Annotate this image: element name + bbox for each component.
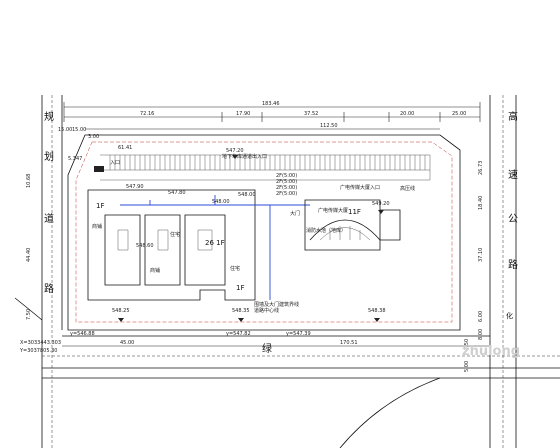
right-road-char-3: 公 [508,214,518,225]
dim-right-vert-3: 37.10 [478,248,484,262]
elev-7: 548.38 [368,308,386,314]
entry-label: 入口 [110,160,120,166]
gate-label: 大门 [290,210,300,217]
utility-lines [120,195,310,300]
parking-row [109,155,431,170]
left-road-char-2: 划 [44,150,54,163]
right-road-mark: 化 [506,311,513,320]
tower-label: 广电传媒大厦 [318,207,348,214]
label-1f: 1F [96,202,104,210]
left-road-char-4: 路 [44,282,54,295]
dim-bottom-small-1: 7.50 [464,339,470,350]
dim-right-small-1: 6.00 [478,311,484,322]
label-block-c: 住宅 [170,231,180,238]
pool-label: 消防水池（地库） [306,227,346,234]
dim-top-seg-1: 72.16 [140,111,154,117]
tower-floors: 11F [348,208,361,216]
annot-mid-3: 2F(5:00) [276,185,297,191]
annot-top: 地下车库通道出入口 [222,153,267,160]
label-1f-b: 1F [236,284,244,292]
bottom-road: 45.00 170.51 绿 X=3033443.303 Y=3037805.3… [19,335,560,448]
tower-a [104,214,141,286]
annot-mid-4: 2F(5:00) [276,191,297,197]
dim-right-small-2: 8.00 [478,329,484,340]
elevation-markers: 547.20 547.90 548.00 548.60 548.25 548.3… [112,148,390,322]
label-block-d: 住宅 [230,265,240,272]
elev-6: 548.35 [232,308,250,314]
dim-left-vert-1: 10.68 [26,174,32,188]
right-road: 高 速 公 路 26.73 18.40 37.10 6.00 8.00 化 [478,95,518,448]
right-road-char-2: 速 [508,169,518,181]
elev-8: 549.20 [372,201,390,207]
hv-note: 高压线 [400,185,415,192]
tower-side-label: 广电传媒大厦入口 [340,184,380,191]
dim-top-seg-4: 20.00 [400,111,414,117]
dim-bottom-2: 170.51 [340,340,358,346]
bottom-road-char: 绿 [262,342,272,355]
watermark: zhulong [462,344,520,359]
fence-note: 围墙及大门建筑界线 [254,301,299,308]
tower-c [184,214,226,286]
right-road-char-4: 路 [508,258,518,271]
y-label-2: y=547.82 [226,331,251,337]
dim-top-seg-3: 37.52 [304,111,318,117]
site-boundary [67,134,461,331]
pool-arc [309,219,381,241]
elev-10: 548.00 [238,192,256,198]
coord-1: X=3033443.303 [20,340,61,346]
annotations: 地下车库通道出入口 2F(5:00) 2F(5:00) 2F(5:00) 2F(… [70,153,415,337]
dim-top-total: 183.46 [262,101,280,107]
left-road-char-1: 规 [44,110,54,123]
gate-marker [94,166,104,172]
dim-left-small-2: 15.00 [72,127,86,133]
elev-9: 547.80 [168,190,186,196]
dim-left-small-1: 15.00 [58,127,72,133]
elev-1: 547.20 [226,148,244,154]
y-label-3: y=547.39 [286,331,311,337]
dim-right-vert-1: 26.73 [478,161,484,175]
tower-outline [304,199,381,251]
elev-3: 548.00 [212,199,230,205]
elev-5: 548.25 [112,308,130,314]
dim-left-vert-2: 44.40 [26,248,32,262]
left-road: 规 划 道 路 10.68 44.40 7.50 [14,95,63,448]
dim-right-vert-2: 18.40 [478,196,484,210]
label-block-a: 商铺 [92,223,102,230]
tower-complex: 广电传媒大厦 11F 消防水池（地库） 广电传媒大厦入口 [304,184,401,251]
dim-61: 61.41 [118,145,132,151]
dim-bottom-small-2: 5.00 [464,361,470,372]
label-26f: 26 1F [205,239,225,247]
dim-bottom-1: 45.00 [120,340,134,346]
building-complex: 1F 商铺 商铺 住宅 住宅 26 1F 1F [87,166,256,301]
y-label-1: y=546.88 [70,331,95,337]
top-dimension-chain: 183.46 72.16 17.90 37.52 20.00 25.00 112… [58,101,481,162]
left-road-char-3: 道 [44,212,54,225]
annot-mid-2: 2F(5:00) [276,179,297,185]
podium-outline [87,189,256,301]
label-block-b: 商铺 [150,267,160,274]
road-note: 道路中心线 [254,307,279,314]
dim-left-small-3: 3.00 [88,134,99,140]
tower-b [144,214,181,286]
dim-inner-top: 112.50 [320,123,338,129]
elev-2: 547.90 [126,184,144,190]
coord-2: Y=3037805.30 [19,348,57,354]
dim-top-seg-2: 17.90 [236,111,250,117]
right-road-char-1: 高 [508,110,518,123]
dim-top-seg-5: 25.00 [452,111,466,117]
annot-mid-1: 2F(5:00) [276,173,297,179]
elev-4: 548.60 [136,243,154,249]
dim-left-vert-3: 7.50 [26,309,32,320]
